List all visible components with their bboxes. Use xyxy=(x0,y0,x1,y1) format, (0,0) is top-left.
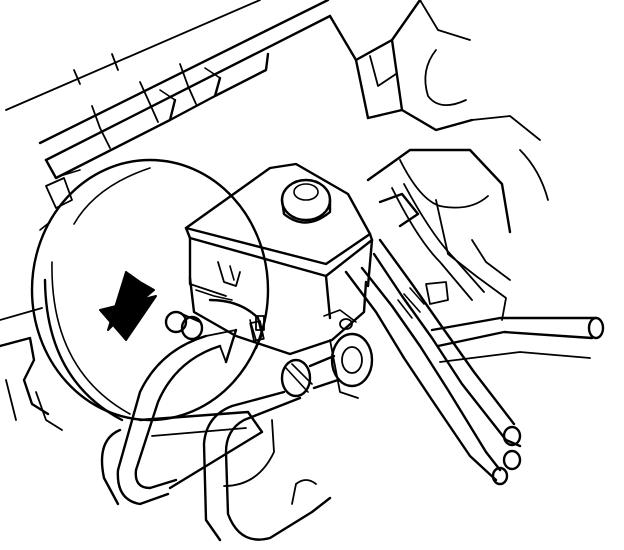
fluid-reservoir xyxy=(184,162,374,331)
callout-arrow xyxy=(99,271,157,341)
brake-lines-rear xyxy=(344,183,605,486)
brake-lines-front xyxy=(100,310,340,542)
master-cylinder xyxy=(188,276,374,399)
firewall-structure xyxy=(0,0,549,431)
